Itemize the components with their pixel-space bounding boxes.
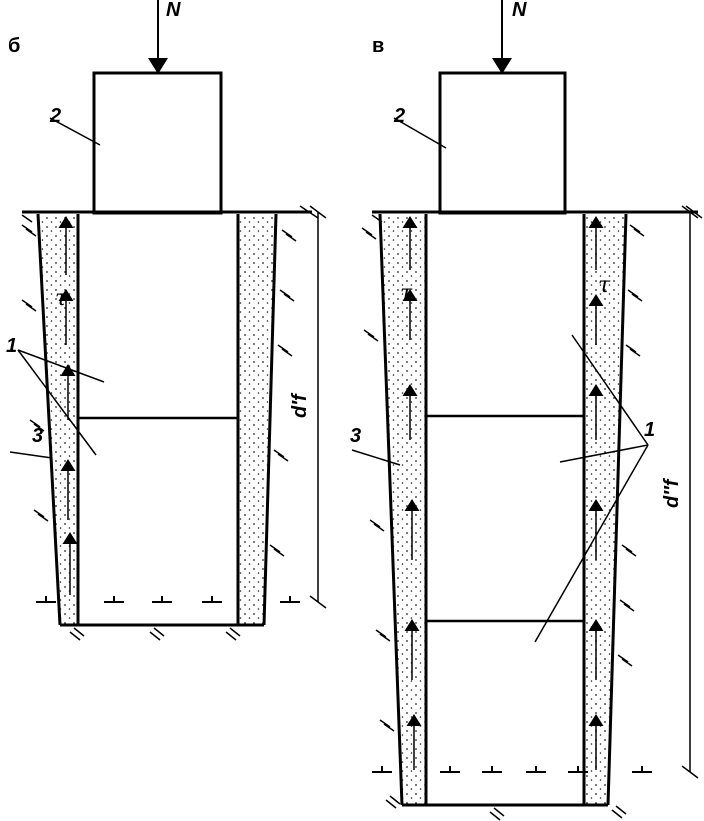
shell-label: 3 <box>350 425 361 447</box>
segment-label: 1 <box>644 419 655 441</box>
shear-label-right: τ <box>598 273 611 298</box>
soil-hatching <box>361 224 645 821</box>
shell-label: 3 <box>32 425 43 447</box>
leader-line <box>49 117 101 146</box>
load-label: N <box>166 0 181 21</box>
shell-left <box>38 214 78 625</box>
water-table <box>372 766 652 773</box>
water-table <box>36 596 300 603</box>
shear-label-left: τ <box>400 281 413 306</box>
pile-cap <box>92 71 223 215</box>
soil-hatching <box>21 224 297 641</box>
shell-right <box>584 214 626 805</box>
pile-label: 2 <box>393 105 405 127</box>
pile-label: 2 <box>49 105 61 127</box>
panel-b: б N 2 τ 1 <box>6 0 327 641</box>
leader-line <box>393 117 447 149</box>
shear-arrows <box>402 216 604 770</box>
panel-v-label: в <box>372 35 384 57</box>
depth-label: d″f <box>661 477 683 508</box>
panel-v: в N 2 τ τ <box>350 0 703 821</box>
shell-left <box>380 214 426 805</box>
shear-arrows <box>58 216 78 595</box>
shear-label: τ <box>55 286 68 311</box>
segment-label: 1 <box>6 335 17 357</box>
pile-cap <box>438 71 567 215</box>
panel-b-label: б <box>8 35 20 57</box>
load-label: N <box>512 0 527 21</box>
depth-label: d′f <box>289 392 311 418</box>
